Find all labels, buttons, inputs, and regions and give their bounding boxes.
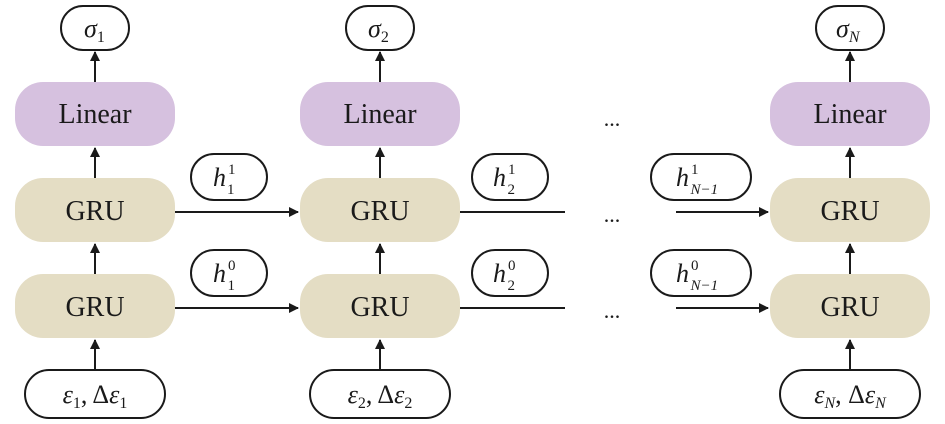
gru-bottom-block-2 <box>300 274 460 338</box>
hidden-bubble-h0-1 <box>190 249 268 297</box>
input-bubble-2 <box>309 369 451 419</box>
column-2: σ2 Linear GRU GRU ε2, Δε2 <box>300 5 460 419</box>
gru-bottom-block-N <box>770 274 930 338</box>
gru-top-label-N: GRU <box>820 196 879 227</box>
gru-top-label-2: GRU <box>350 196 409 227</box>
ellipsis-gru-top-row: ... <box>604 202 621 227</box>
ellipsis-linear-row: ... <box>604 106 621 131</box>
input-bubble-1 <box>24 369 166 419</box>
hidden-bubble-h1-2 <box>471 153 549 201</box>
hidden-bubble-h1-Nm1 <box>650 153 752 201</box>
hidden-bubble-h0-2 <box>471 249 549 297</box>
column-1: σ1 Linear GRU GRU ε1, Δε1 <box>15 5 175 419</box>
gru-top-block-N <box>770 178 930 242</box>
gru-top-block-2 <box>300 178 460 242</box>
gru-top-label-1: GRU <box>65 196 124 227</box>
ellipsis-gru-bottom-row: ... <box>604 298 621 323</box>
output-bubble-N <box>815 5 885 51</box>
input-bubble-N <box>779 369 921 419</box>
input-label-2: ε2, Δε2 <box>348 380 413 412</box>
gru-bottom-label-1: GRU <box>65 292 124 323</box>
output-bubble-2 <box>345 5 415 51</box>
input-label-N: εN, ΔεN <box>814 380 887 412</box>
linear-label-2: Linear <box>343 99 417 130</box>
gru-bottom-label-2: GRU <box>350 292 409 323</box>
output-label-N: σN <box>836 14 861 46</box>
hidden-bubble-h1-1 <box>190 153 268 201</box>
output-label-1: σ1 <box>84 14 105 46</box>
gru-bottom-label-N: GRU <box>820 292 879 323</box>
linear-block-N <box>770 82 930 146</box>
linear-label-N: Linear <box>813 99 887 130</box>
column-N: σN Linear GRU GRU εN, ΔεN <box>770 5 930 419</box>
output-bubble-1 <box>60 5 130 51</box>
hidden-bubble-h0-Nm1 <box>650 249 752 297</box>
gru-top-block-1 <box>15 178 175 242</box>
output-label-2: σ2 <box>368 14 389 46</box>
linear-block-1 <box>15 82 175 146</box>
linear-block-2 <box>300 82 460 146</box>
gru-bottom-block-1 <box>15 274 175 338</box>
input-label-1: ε1, Δε1 <box>63 380 128 412</box>
linear-label-1: Linear <box>58 99 132 130</box>
